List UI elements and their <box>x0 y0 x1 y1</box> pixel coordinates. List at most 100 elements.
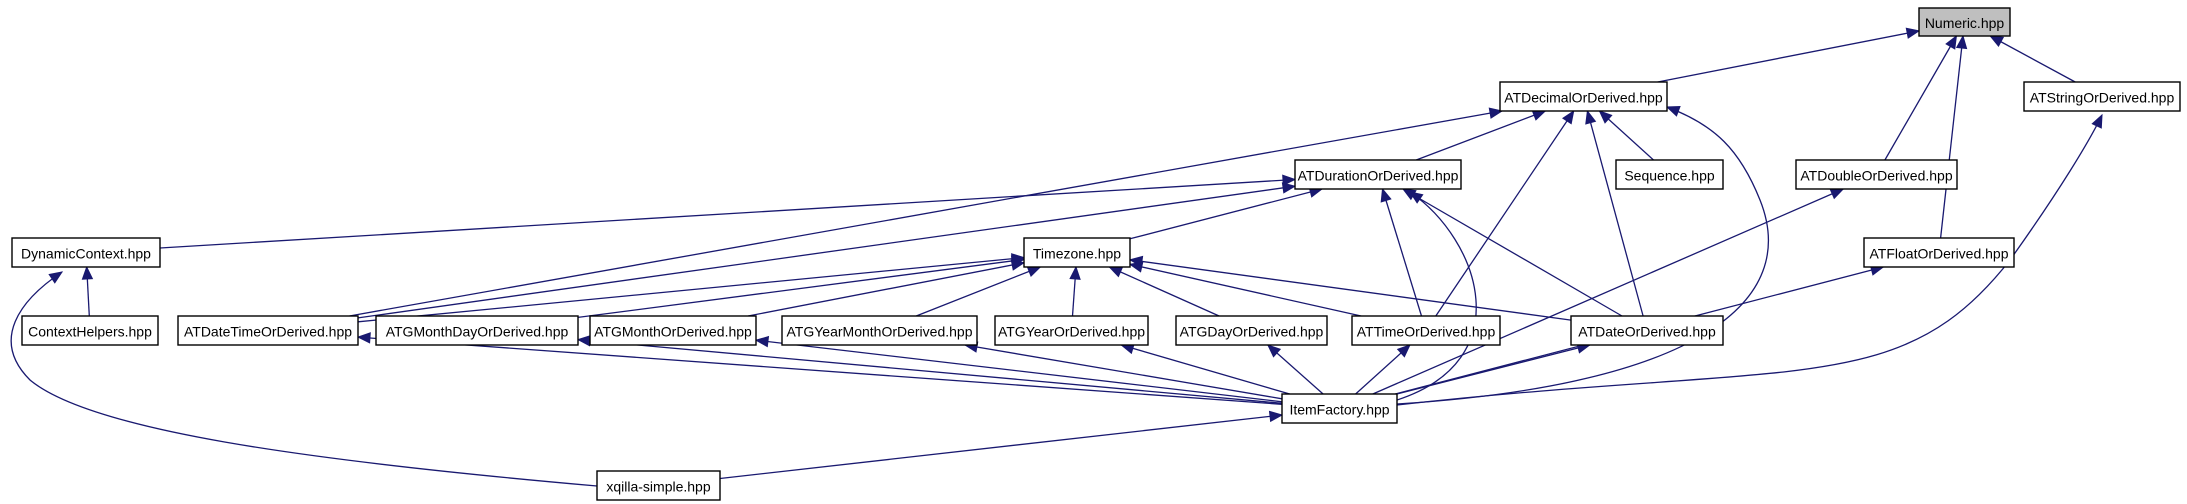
arrowhead-atduration <box>1281 182 1297 194</box>
arrowhead-atdecimal <box>1531 110 1547 121</box>
arrowhead-atdecimal <box>1665 105 1681 117</box>
arrowhead-atgmonth <box>754 335 770 348</box>
node-box <box>21 315 159 346</box>
edge-atgyearmonth-to-timezone <box>915 266 1041 317</box>
node-label: ItemFactory.hpp <box>1289 402 1389 418</box>
node-timezone[interactable]: Timezone.hpp <box>1023 237 1131 268</box>
node-label: ATGMonthDayOrDerived.hpp <box>386 324 569 340</box>
node-atdecimal[interactable]: ATDecimalOrDerived.hpp <box>1499 81 1668 112</box>
node-label: ATTimeOrDerived.hpp <box>1357 324 1496 340</box>
arrowhead-atduration <box>1380 187 1392 203</box>
node-atfloat[interactable]: ATFloatOrDerived.hpp <box>1863 237 2015 268</box>
node-atgday[interactable]: ATGDayOrDerived.hpp <box>1175 315 1328 346</box>
node-atstring[interactable]: ATStringOrDerived.hpp <box>2023 81 2181 112</box>
node-box <box>1175 315 1328 346</box>
edge-xqilla-to-dyncontext <box>10 271 598 487</box>
node-dyncontext[interactable]: DynamicContext.hpp <box>11 237 161 268</box>
node-box <box>1351 315 1501 346</box>
node-box <box>2023 81 2181 112</box>
edge-timezone-to-atduration <box>1129 188 1323 240</box>
arrowhead-itemfactory <box>1268 410 1284 423</box>
edge-itemfactory-to-atgyearmonth <box>964 344 1283 400</box>
arrowhead-atduration <box>1408 191 1424 204</box>
node-label: ATGDayOrDerived.hpp <box>1180 324 1324 340</box>
edge-atdecimal-to-numeric <box>1657 30 1920 83</box>
edge-atfloat-to-numeric <box>1939 35 1964 239</box>
node-atgyearmonth[interactable]: ATGYearMonthOrDerived.hpp <box>781 315 978 346</box>
node-box <box>1499 81 1668 112</box>
arrowhead-atstring <box>2091 113 2103 129</box>
node-label: ATDecimalOrDerived.hpp <box>1504 90 1663 106</box>
edge-itemfactory-to-atdecimal <box>1396 106 1769 405</box>
edges-layer <box>10 27 2103 487</box>
edge-itemfactory-to-atgmonth <box>755 339 1283 403</box>
arrowhead-numeric <box>1905 27 1921 39</box>
arrowhead-timezone <box>1026 266 1042 277</box>
node-atdatetime[interactable]: ATDateTimeOrDerived.hpp <box>177 315 359 346</box>
arrowhead-atdecimal <box>1598 110 1613 124</box>
node-atdate[interactable]: ATDateOrDerived.hpp <box>1570 315 1724 346</box>
node-box <box>1795 159 1958 190</box>
edge-dyncontext-to-atduration <box>159 178 1296 249</box>
arrowhead-atdecimal <box>1585 109 1597 125</box>
arrowhead-timezone <box>1108 266 1124 278</box>
node-itemfactory[interactable]: ItemFactory.hpp <box>1281 393 1398 424</box>
node-label: xqilla-simple.hpp <box>606 479 710 495</box>
node-label: ATGYearMonthOrDerived.hpp <box>787 324 973 340</box>
node-box <box>589 315 757 346</box>
node-label: ATDurationOrDerived.hpp <box>1298 168 1459 184</box>
node-box <box>1918 7 2011 37</box>
node-label: ATDateTimeOrDerived.hpp <box>184 324 352 340</box>
node-contexthelpers[interactable]: ContextHelpers.hpp <box>21 315 159 346</box>
edge-atgmonthday-to-timezone <box>577 258 1025 319</box>
arrowhead-atdecimal <box>1488 107 1504 119</box>
edge-itemfactory-to-atdouble <box>1372 188 1844 395</box>
arrowhead-timezone <box>1010 259 1026 271</box>
node-label: ATDoubleOrDerived.hpp <box>1800 168 1952 184</box>
node-box <box>1615 159 1724 190</box>
edge-atdatetime-to-atdecimal <box>349 110 1503 317</box>
edge-atdouble-to-numeric <box>1884 35 1957 161</box>
edge-atdatetime-to-timezone <box>357 256 1025 323</box>
edge-atdatetime-to-atduration <box>357 185 1296 319</box>
node-box <box>1863 237 2015 268</box>
arrowhead-numeric <box>1955 34 1968 50</box>
arrowhead-timezone <box>1128 255 1144 268</box>
node-atgyear[interactable]: ATGYearOrDerived.hpp <box>994 315 1149 346</box>
node-atgmonth[interactable]: ATGMonthOrDerived.hpp <box>589 315 757 346</box>
arrowhead-dyncontext <box>48 271 64 284</box>
arrowhead-timezone <box>1069 265 1081 280</box>
edge-xqilla-to-itemfactory <box>719 414 1283 480</box>
node-label: ATDateOrDerived.hpp <box>1578 324 1716 340</box>
arrowhead-atdatetime <box>356 332 371 344</box>
node-atdouble[interactable]: ATDoubleOrDerived.hpp <box>1795 159 1958 190</box>
edge-itemfactory-to-atgyear <box>1121 344 1290 395</box>
edge-itemfactory-to-atgmonthday <box>577 338 1283 404</box>
edge-atduration-to-atdecimal <box>1415 110 1546 161</box>
edge-attime-to-atdecimal <box>1435 110 1575 317</box>
node-label: Timezone.hpp <box>1033 246 1121 262</box>
edge-itemfactory-to-atdatetime <box>357 336 1283 405</box>
node-box <box>375 315 579 346</box>
node-xqilla[interactable]: xqilla-simple.hpp <box>596 470 721 501</box>
edge-atdate-to-atdecimal <box>1586 110 1644 317</box>
arrowhead-atdecimal <box>1561 109 1575 125</box>
node-box <box>994 315 1149 346</box>
node-box <box>11 237 161 268</box>
arrowhead-numeric <box>1945 34 1958 50</box>
node-box <box>1570 315 1724 346</box>
node-sequence[interactable]: Sequence.hpp <box>1615 159 1724 190</box>
node-label: Numeric.hpp <box>1925 15 2005 31</box>
arrowhead-attime <box>1396 344 1411 358</box>
node-box <box>596 470 721 501</box>
edge-atdate-to-timezone <box>1129 259 1572 321</box>
node-label: Sequence.hpp <box>1624 168 1715 184</box>
node-numeric[interactable]: Numeric.hpp <box>1918 7 2011 37</box>
node-atgmonthday[interactable]: ATGMonthDayOrDerived.hpp <box>375 315 579 346</box>
node-attime[interactable]: ATTimeOrDerived.hpp <box>1351 315 1501 346</box>
node-atduration[interactable]: ATDurationOrDerived.hpp <box>1294 159 1462 190</box>
node-label: ContextHelpers.hpp <box>28 324 152 340</box>
edge-attime-to-atduration <box>1381 188 1423 317</box>
node-box <box>1294 159 1462 190</box>
node-label: ATFloatOrDerived.hpp <box>1869 246 2008 262</box>
